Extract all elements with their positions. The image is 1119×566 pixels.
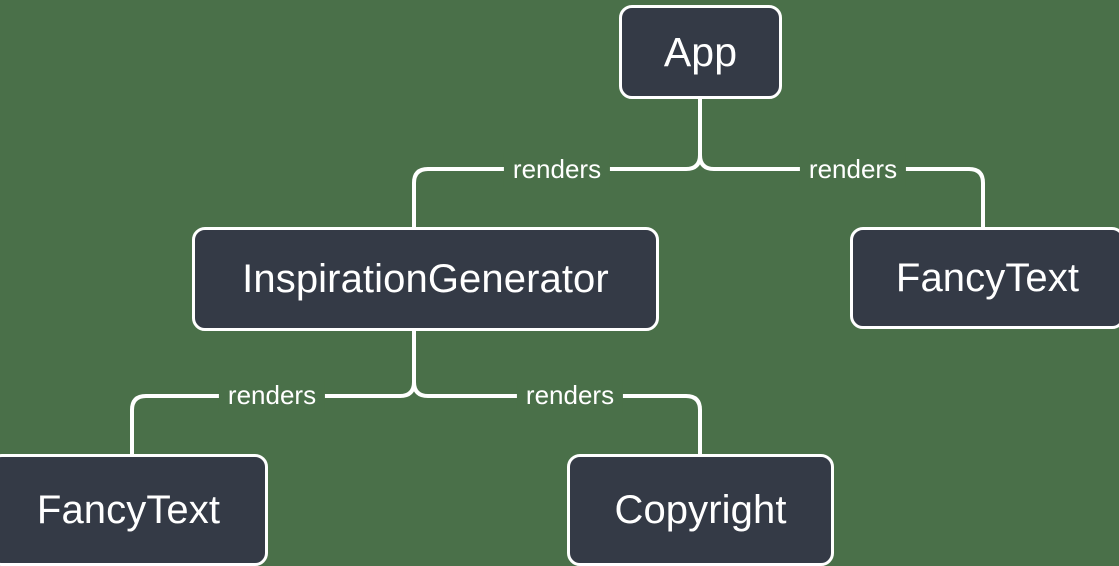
node-copyright: Copyright [567,454,834,566]
node-fancytext-right-label: FancyText [895,256,1080,300]
node-inspirationgenerator-label: InspirationGenerator [242,257,609,301]
node-fancytext-right: FancyText [850,227,1119,329]
edge-app-to-fancytext [698,154,985,227]
edge-label-inspirationgenerator-renders-copyright: renders [516,379,624,413]
node-inspirationgenerator: InspirationGenerator [192,227,659,331]
node-fancytext-bottom-label: FancyText [36,488,221,532]
node-app: App [619,5,782,99]
edge-inspiration-to-copyright [412,381,702,454]
edge-inspiration-to-fancytext [130,381,416,454]
edge-label-inspirationgenerator-renders-fancytext: renders [218,379,326,413]
node-app-label: App [663,28,738,75]
node-copyright-label: Copyright [614,488,787,532]
node-fancytext-bottom: FancyText [0,454,268,566]
edge-label-app-renders-fancytext: renders [799,153,907,187]
edge-app-to-inspiration [412,154,702,227]
edge-label-app-renders-inspirationgenerator: renders [503,153,611,187]
